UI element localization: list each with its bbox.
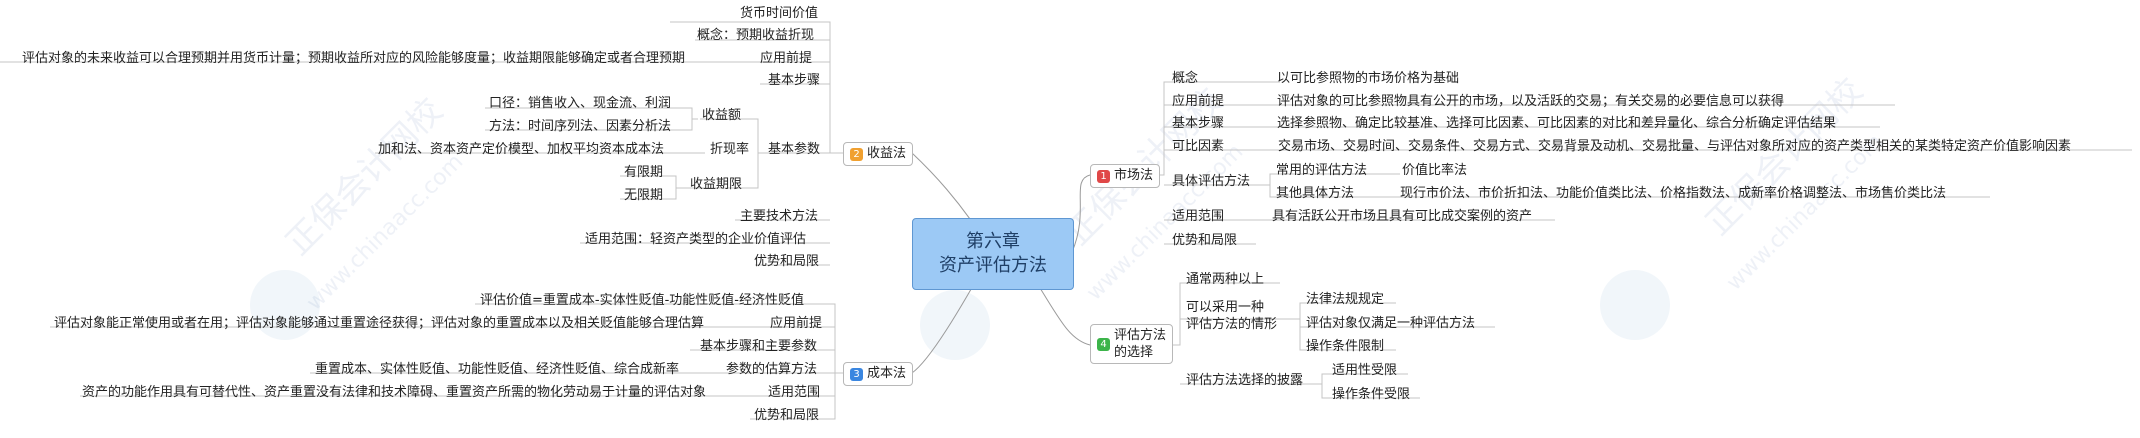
node-market-factors[interactable]: 可比因素 — [1172, 139, 1225, 154]
node-income-proscons[interactable]: 优势和局限 — [754, 254, 820, 269]
node-market-methods-other-detail[interactable]: 现行市价法、市价折扣法、功能价值类比法、价格指数法、成新率价格调整法、市场售价类… — [1400, 186, 1947, 201]
node-market-proscons[interactable]: 优势和局限 — [1172, 233, 1238, 248]
node-cost-scope-detail[interactable]: 资产的功能作用具有可替代性、资产重置没有法律和技术障碍、重置资产所需的物化劳动易… — [82, 385, 707, 400]
node-selection-disclose[interactable]: 评估方法选择的披露 — [1186, 373, 1304, 388]
node-cost-scope[interactable]: 适用范围 — [768, 385, 821, 400]
root-topic[interactable]: 第六章 资产评估方法 — [912, 218, 1074, 290]
node-income-amount[interactable]: 收益额 — [702, 108, 742, 123]
node-market-concept[interactable]: 概念 — [1172, 71, 1199, 86]
node-market-premise[interactable]: 应用前提 — [1172, 94, 1225, 109]
node-income-scope-caliber[interactable]: 口径：销售收入、现金流、利润 — [489, 96, 672, 111]
node-market-scope-detail[interactable]: 具有活跃公开市场且具有可比成交案例的资产 — [1272, 209, 1533, 224]
node-market-methods[interactable]: 具体评估方法 — [1172, 174, 1251, 189]
badge-2: 2 — [850, 147, 863, 161]
branch-income[interactable]: 2 收益法 — [843, 142, 914, 166]
branch-selection[interactable]: 4 评估方法 的选择 — [1090, 324, 1174, 364]
badge-3: 3 — [850, 367, 863, 381]
node-cost-params[interactable]: 参数的估算方法 — [726, 362, 818, 377]
node-selection-single-b[interactable]: 评估对象仅满足一种评估方法 — [1306, 316, 1476, 331]
node-market-scope[interactable]: 适用范围 — [1172, 209, 1225, 224]
node-income-period[interactable]: 收益期限 — [690, 177, 743, 192]
root-chapter: 第六章 — [966, 231, 1020, 252]
branch-selection-label: 评估方法 的选择 — [1114, 327, 1166, 361]
node-cost-value[interactable]: 评估价值=重置成本-实体性贬值-功能性贬值-经济性贬值 — [480, 293, 804, 308]
branch-cost[interactable]: 3 成本法 — [843, 362, 914, 386]
node-market-factors-detail[interactable]: 交易市场、交易时间、交易条件、交易方式、交易背景及动机、交易批量、与评估对象所对… — [1278, 139, 2072, 154]
node-selection-single-l2: 评估方法的情形 — [1186, 317, 1278, 332]
node-cost-proscons[interactable]: 优势和局限 — [754, 408, 820, 423]
connector-market — [1071, 174, 1091, 253]
root-title: 资产评估方法 — [939, 255, 1047, 276]
node-selection-single-c[interactable]: 操作条件限制 — [1306, 339, 1385, 354]
node-income-method[interactable]: 方法：时间序列法、因素分析法 — [489, 119, 672, 134]
connector-selection — [1039, 287, 1091, 346]
node-market-steps[interactable]: 基本步骤 — [1172, 116, 1225, 131]
branch-cost-label: 成本法 — [867, 366, 907, 381]
badge-4: 4 — [1097, 337, 1110, 351]
node-market-methods-common-detail[interactable]: 价值比率法 — [1402, 163, 1468, 178]
node-period-infinite[interactable]: 无限期 — [624, 188, 664, 203]
node-selection-single-l1: 可以采用一种 — [1186, 300, 1265, 315]
node-income-concept[interactable]: 概念：预期收益折现 — [697, 28, 815, 43]
branch-selection-l1: 评估方法 — [1114, 328, 1167, 343]
node-selection-disclose-a[interactable]: 适用性受限 — [1332, 363, 1398, 378]
node-market-methods-other[interactable]: 其他具体方法 — [1276, 186, 1355, 201]
node-income-params[interactable]: 基本参数 — [768, 142, 821, 157]
node-cost-premise[interactable]: 应用前提 — [770, 316, 823, 331]
node-market-steps-detail[interactable]: 选择参照物、确定比较基准、选择可比因素、可比因素的对比和差异量化、综合分析确定评… — [1277, 116, 1837, 131]
node-market-concept-detail[interactable]: 以可比参照物的市场价格为基础 — [1277, 71, 1460, 86]
node-selection-single-a[interactable]: 法律法规规定 — [1306, 292, 1385, 307]
node-income-tech[interactable]: 主要技术方法 — [740, 209, 819, 224]
node-cost-params-detail[interactable]: 重置成本、实体性贬值、功能性贬值、经济性贬值、综合成新率 — [315, 362, 680, 377]
node-income-premise[interactable]: 应用前提 — [760, 51, 813, 66]
node-discount-rate[interactable]: 折现率 — [710, 142, 750, 157]
node-market-methods-common[interactable]: 常用的评估方法 — [1276, 163, 1368, 178]
node-cost-premise-detail[interactable]: 评估对象能正常使用或者在用；评估对象能够通过重置途径获得；评估对象的重置成本以及… — [54, 316, 705, 331]
node-selection-single[interactable]: 可以采用一种 评估方法的情形 — [1184, 299, 1279, 333]
branch-market-label: 市场法 — [1114, 168, 1154, 183]
node-selection-disclose-b[interactable]: 操作条件受限 — [1332, 387, 1411, 402]
branch-market[interactable]: 1 市场法 — [1090, 164, 1161, 188]
node-discount-detail[interactable]: 加和法、资本资产定价模型、加权平均资本成本法 — [378, 142, 665, 157]
branch-income-label: 收益法 — [867, 146, 907, 161]
node-income-premise-detail[interactable]: 评估对象的未来收益可以合理预期并用货币计量；预期收益所对应的风险能够度量；收益期… — [22, 51, 686, 66]
node-cost-steps[interactable]: 基本步骤和主要参数 — [700, 339, 818, 354]
node-selection-usually[interactable]: 通常两种以上 — [1186, 272, 1265, 287]
node-time-value[interactable]: 货币时间价值 — [740, 6, 819, 21]
badge-1: 1 — [1097, 169, 1110, 183]
branch-selection-l2: 的选择 — [1114, 345, 1154, 360]
node-income-scope[interactable]: 适用范围：轻资产类型的企业价值评估 — [585, 232, 807, 247]
node-period-finite[interactable]: 有限期 — [624, 165, 664, 180]
node-market-premise-detail[interactable]: 评估对象的可比参照物具有公开的市场，以及活跃的交易；有关交易的必要信息可以获得 — [1277, 94, 1785, 109]
node-income-steps[interactable]: 基本步骤 — [768, 73, 821, 88]
